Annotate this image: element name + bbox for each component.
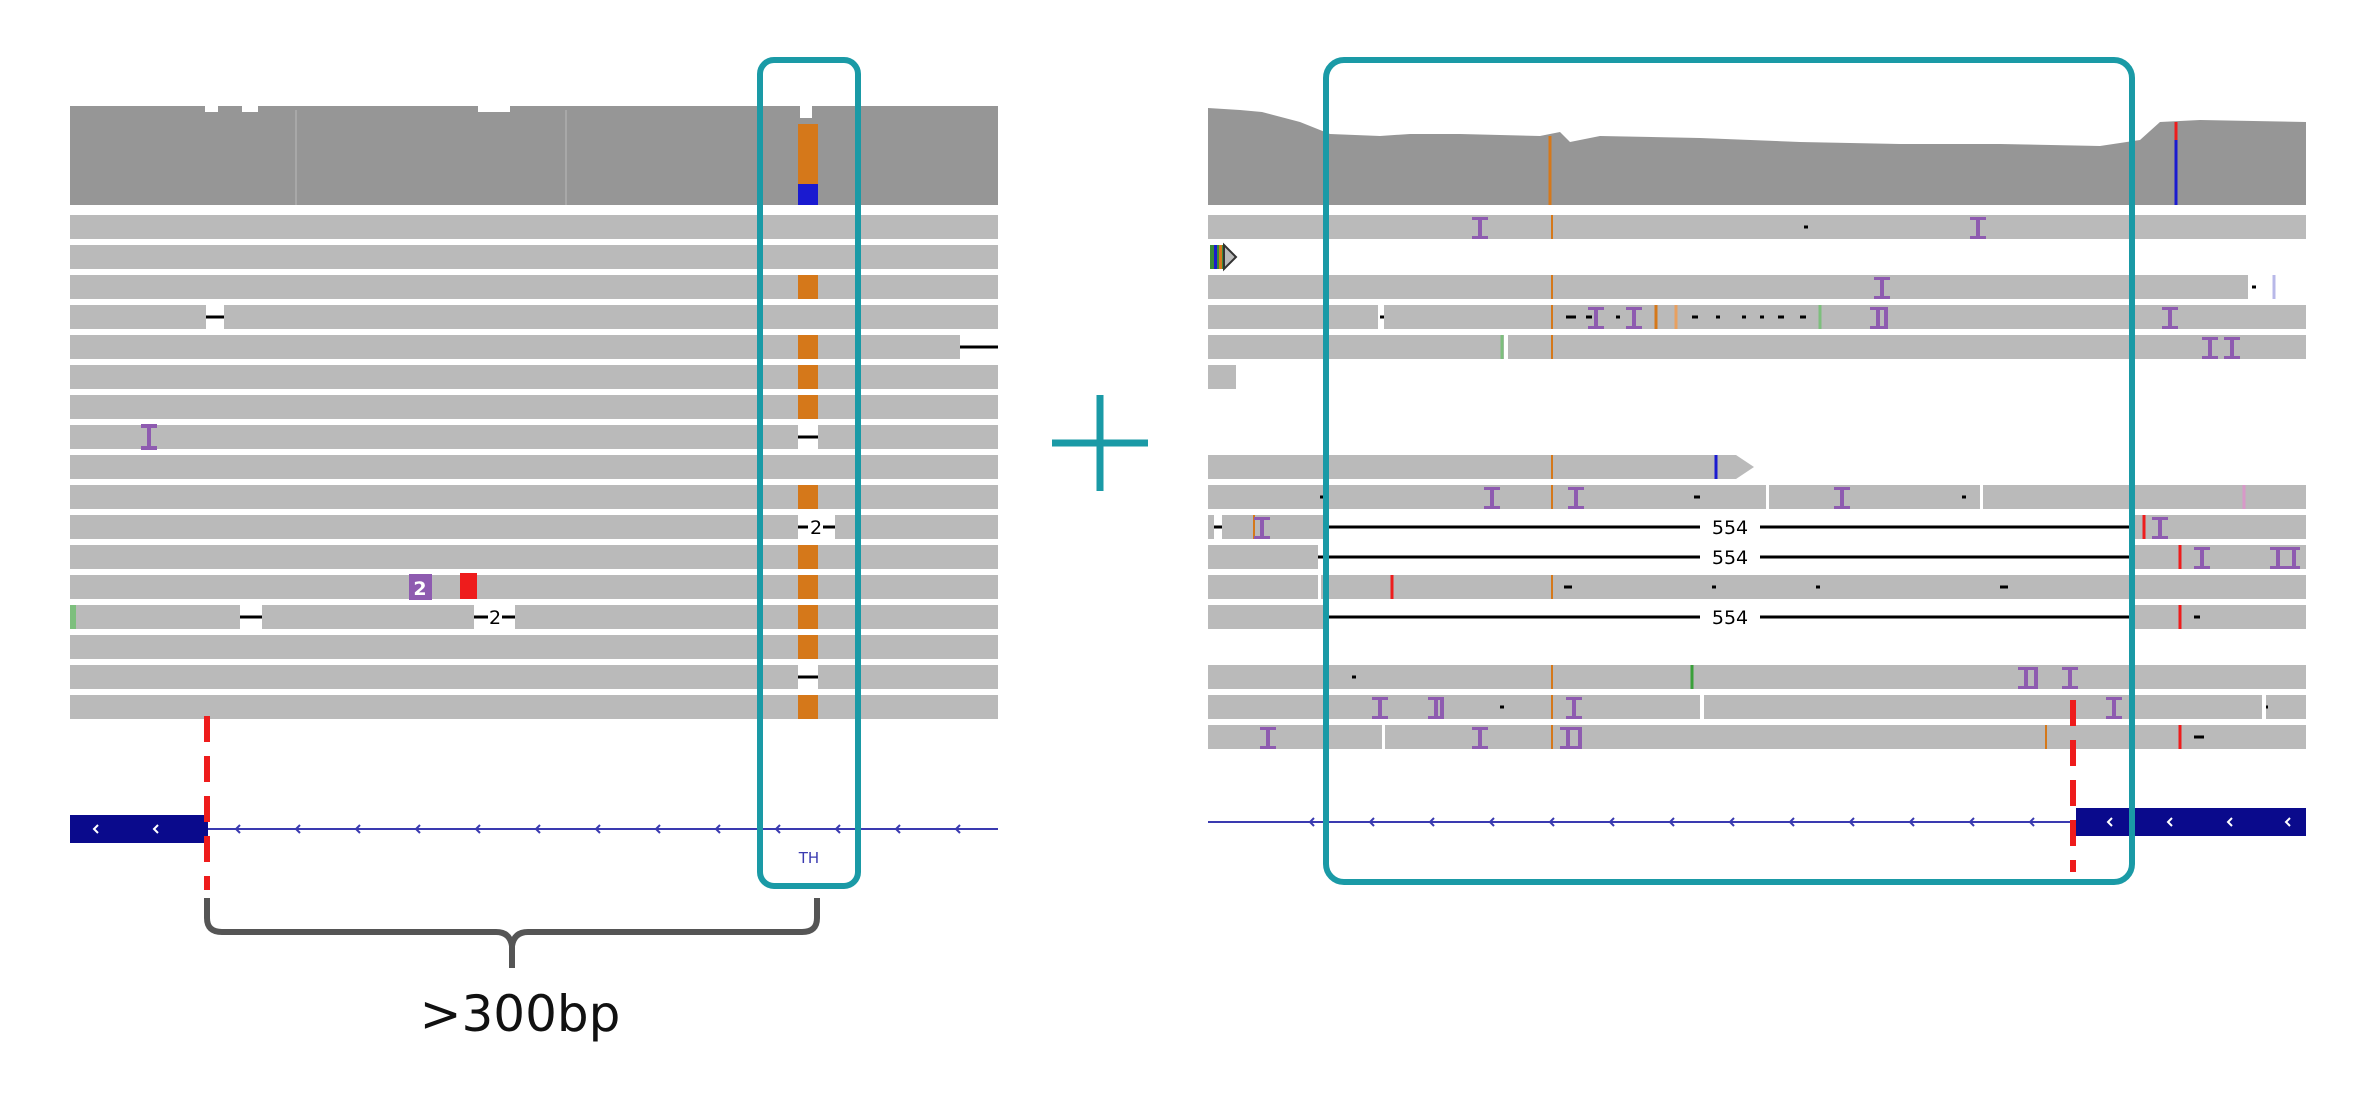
left-deletions — [206, 315, 998, 679]
right-splice-label: 554 — [1712, 517, 1748, 539]
left-coverage-orange-bar — [798, 124, 818, 184]
right-gene-track — [1208, 808, 2306, 836]
left-highlight-box — [757, 57, 861, 889]
distance-label: >300bp — [419, 985, 621, 1043]
left-read — [835, 515, 998, 539]
right-colored-ticks — [1390, 275, 2276, 749]
left-deletion-label: 2 — [489, 607, 501, 629]
left-coverage-area — [70, 106, 998, 205]
left-gene-track: TH — [70, 815, 998, 867]
left-read — [70, 635, 998, 659]
left-read — [515, 605, 998, 629]
right-clipped-read — [1210, 242, 1238, 272]
left-coverage-track — [70, 106, 998, 205]
chevron-left-icon — [1308, 817, 2291, 827]
left-red-mismatch — [460, 573, 477, 599]
right-read-breaks — [1318, 335, 2266, 749]
left-exon — [70, 815, 208, 843]
right-coverage-area — [1208, 108, 2306, 205]
left-read — [70, 245, 998, 269]
left-read — [70, 455, 998, 479]
left-read — [818, 665, 998, 689]
left-read — [70, 545, 998, 569]
left-read — [70, 515, 798, 539]
left-panel: 2 2 2 — [70, 57, 998, 968]
left-read — [70, 335, 960, 359]
right-highlight-box — [1323, 57, 2135, 885]
left-deletion-label: 2 — [810, 517, 822, 539]
right-splice-junctions — [1318, 525, 2132, 619]
left-read — [818, 425, 998, 449]
plus-icon — [1052, 395, 1148, 491]
right-splice-label: 554 — [1712, 547, 1748, 569]
left-soft-clip — [70, 605, 76, 629]
right-panel: 554 554 554 — [1208, 57, 2306, 885]
left-read — [70, 425, 798, 449]
left-mismatch-column — [798, 275, 818, 719]
insertion-icon — [141, 424, 157, 450]
right-splice-label: 554 — [1712, 607, 1748, 629]
left-read — [70, 605, 240, 629]
right-coverage-track — [1208, 108, 2306, 205]
left-read — [70, 395, 998, 419]
left-coverage-blue-bar — [798, 184, 818, 205]
gene-label: TH — [798, 849, 819, 867]
left-read — [70, 215, 998, 239]
left-read — [70, 665, 798, 689]
right-reads — [1208, 215, 2306, 749]
left-read — [262, 605, 474, 629]
left-read — [70, 365, 998, 389]
left-read — [70, 575, 998, 599]
curly-brace-icon — [204, 898, 820, 968]
right-mismatch-ticks — [1253, 215, 2047, 749]
left-read — [224, 305, 998, 329]
left-read — [70, 305, 206, 329]
right-exon — [2076, 808, 2306, 836]
left-read — [70, 275, 998, 299]
chevron-left-icon — [92, 824, 961, 834]
right-gaps — [1214, 225, 2268, 739]
left-read — [70, 695, 998, 719]
left-insertion-label: 2 — [413, 578, 426, 600]
left-insertion-box — [409, 574, 432, 600]
left-read — [70, 485, 998, 509]
insertion-icon — [1254, 217, 2300, 749]
